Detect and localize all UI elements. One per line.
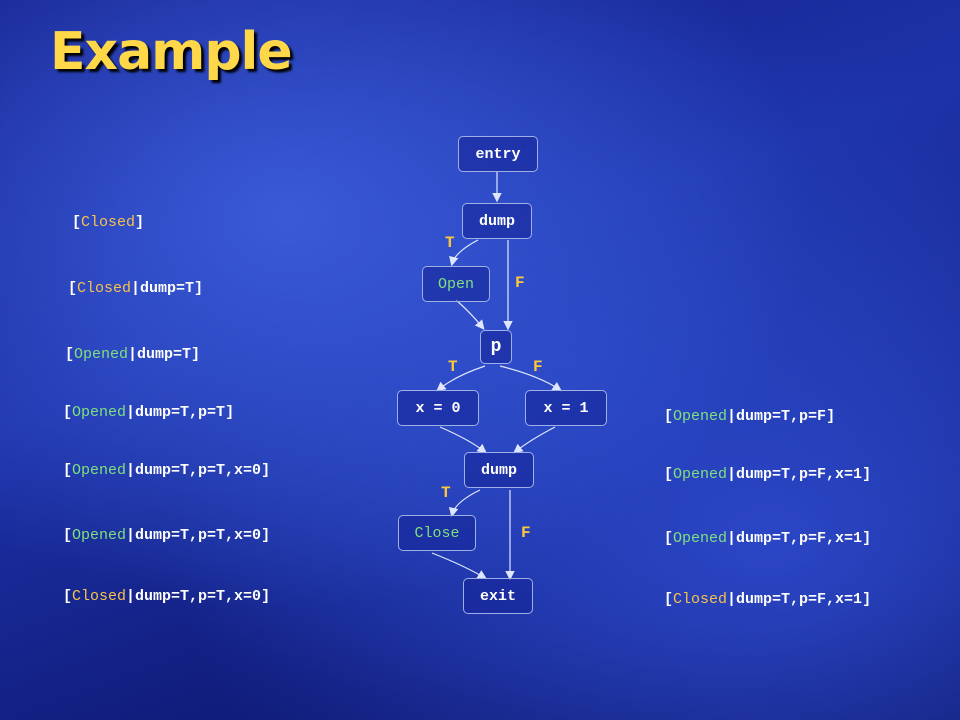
node-x-equals-0: x = 0 (397, 390, 479, 426)
node-close: Close (398, 515, 476, 551)
state-left-7: [Closed|dump=T,p=T,x=0] (63, 588, 271, 605)
slide-title: Example (50, 22, 293, 82)
edge-label-dump2-false: F (521, 524, 531, 542)
state-keyword: Opened (72, 404, 127, 421)
edge-p-x0 (436, 365, 486, 392)
node-dump-2: dump (464, 452, 534, 488)
state-keyword: Opened (74, 346, 129, 363)
state-right-2: [Opened|dump=T,p=F,x=1] (664, 466, 872, 483)
edge-p-x1 (499, 365, 562, 392)
state-keyword: Opened (72, 527, 127, 544)
edge-label-dump1-false: F (515, 274, 525, 292)
state-left-4: [Opened|dump=T,p=T] (63, 404, 235, 421)
edge-label-dump1-true: T (445, 234, 455, 252)
node-open: Open (422, 266, 490, 302)
state-left-1: [Closed] (72, 214, 145, 231)
node-exit: exit (463, 578, 533, 614)
state-left-3: [Opened|dump=T] (65, 346, 201, 363)
state-keyword: Opened (673, 408, 728, 425)
edge-dump-close (448, 489, 481, 518)
state-left-2: [Closed|dump=T] (68, 280, 204, 297)
node-dump-1: dump (462, 203, 532, 239)
edge-label-p-true: T (448, 358, 458, 376)
state-right-3: [Opened|dump=T,p=F,x=1] (664, 530, 872, 547)
node-x-equals-1: x = 1 (525, 390, 607, 426)
state-keyword: Closed (77, 280, 132, 297)
edge-open-p (455, 299, 485, 330)
node-p: p (480, 330, 512, 364)
state-right-4: [Closed|dump=T,p=F,x=1] (664, 591, 872, 608)
state-keyword: Closed (72, 588, 127, 605)
node-entry: entry (458, 136, 538, 172)
state-keyword: Closed (673, 591, 728, 608)
edge-x1-dump (513, 426, 556, 454)
state-keyword: Closed (81, 214, 136, 231)
edge-label-p-false: F (533, 358, 543, 376)
state-keyword: Opened (673, 466, 728, 483)
state-left-6: [Opened|dump=T,p=T,x=0] (63, 527, 271, 544)
edge-close-exit (431, 552, 488, 580)
state-keyword: Opened (673, 530, 728, 547)
edge-dump-open (449, 239, 479, 267)
edge-label-dump2-true: T (441, 484, 451, 502)
edge-x0-dump (439, 426, 487, 454)
state-right-1: [Opened|dump=T,p=F] (664, 408, 836, 425)
state-keyword: Opened (72, 462, 127, 479)
state-left-5: [Opened|dump=T,p=T,x=0] (63, 462, 271, 479)
